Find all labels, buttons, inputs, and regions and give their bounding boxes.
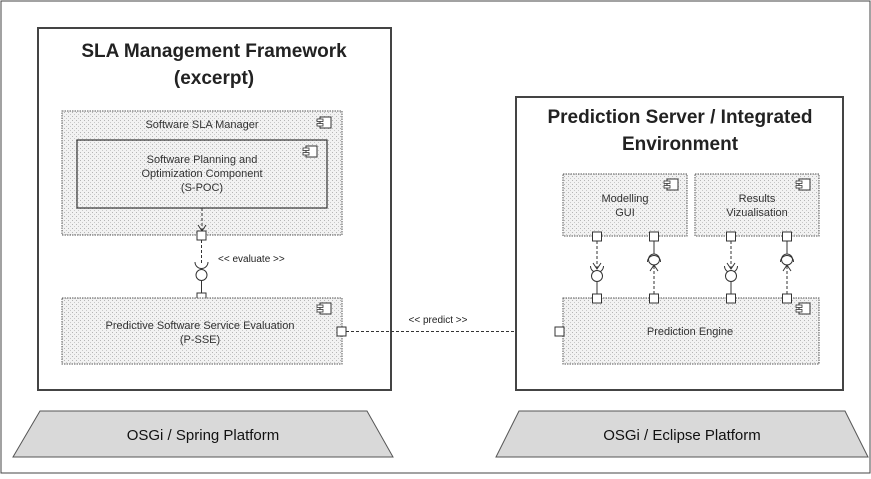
results-vizualisation-label-line2: Vizualisation	[726, 207, 788, 219]
prediction-engine-label: Prediction Engine	[647, 326, 733, 338]
spring-platform-shape	[12, 410, 394, 458]
pss-component	[61, 297, 343, 365]
sla-manager-port	[196, 230, 207, 241]
predict-label: << predict >>	[409, 315, 468, 326]
prediction-engine-port-left	[554, 326, 565, 337]
gui-engine-connector-1	[590, 231, 604, 304]
prediction-server-title-line2: Environment	[622, 134, 739, 155]
modelling-gui-component	[562, 173, 688, 237]
modelling-gui-label-line2: GUI	[615, 207, 635, 219]
gui-engine-connector-2	[647, 231, 661, 304]
results-engine-connector-2	[780, 231, 794, 304]
results-vizualisation-component	[694, 173, 820, 237]
spoc-label-line2: Optimization Component	[141, 168, 262, 180]
lollipop-icon	[195, 269, 208, 281]
sla-framework-title-line1: SLA Management Framework	[81, 41, 347, 62]
eclipse-platform-label: OSGi / Eclipse Platform	[603, 427, 761, 444]
prediction-server-title-line1: Prediction Server / Integrated	[547, 107, 812, 128]
socket-icon	[194, 261, 209, 269]
pss-label-line2: (P-SSE)	[180, 334, 220, 346]
spoc-label-line3: (S-POC)	[181, 182, 223, 194]
results-vizualisation-label-line1: Results	[739, 193, 776, 205]
modelling-gui-label-line1: Modelling	[601, 193, 648, 205]
spoc-label-line1: Software Planning and	[147, 154, 258, 166]
evaluate-label: << evaluate >>	[218, 254, 285, 265]
pss-label-line1: Predictive Software Service Evaluation	[106, 320, 295, 332]
results-engine-connector-1	[724, 231, 738, 304]
sla-manager-label: Software SLA Manager	[145, 119, 258, 131]
pss-port-right	[336, 326, 347, 337]
spring-platform-label: OSGi / Spring Platform	[127, 427, 280, 444]
prediction-engine-component	[562, 297, 820, 365]
sla-framework-title-line2: (excerpt)	[174, 68, 254, 89]
spoc-component	[76, 139, 328, 209]
eclipse-platform-shape	[495, 410, 869, 458]
